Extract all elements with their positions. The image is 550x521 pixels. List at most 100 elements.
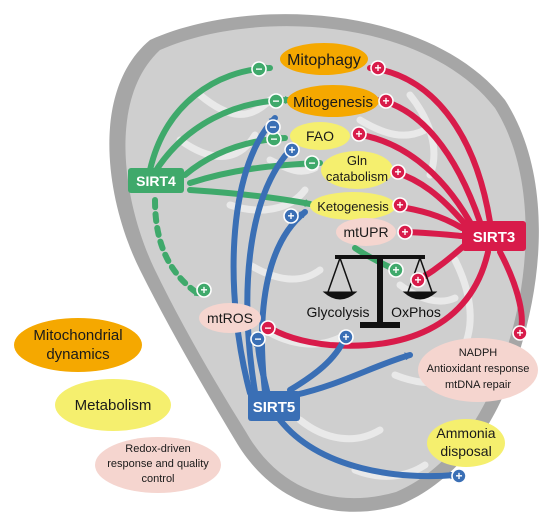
sign-plus: + xyxy=(392,197,408,213)
glycolysis-label: Glycolysis xyxy=(306,304,369,320)
sirt4-to-gln-arrow xyxy=(187,159,323,186)
sirt4-to-mitophagy-arrow xyxy=(147,64,273,173)
scale-base xyxy=(360,322,400,328)
svg-text:+: + xyxy=(455,469,462,483)
node-nadph-antioxidant: NADPH Antioxidant response mtDNA repair xyxy=(418,338,538,402)
sign-plus: + xyxy=(338,329,354,345)
node-mtros: mtROS xyxy=(199,303,261,333)
legend-mitochondrial-dynamics: Mitochondrial dynamics xyxy=(14,318,142,372)
svg-text:−: − xyxy=(270,132,277,146)
svg-text:+: + xyxy=(342,330,349,344)
svg-text:+: + xyxy=(401,225,408,239)
sign-plus: + xyxy=(451,468,467,484)
sirt5-to-ammonia-arrow xyxy=(277,417,458,480)
svg-text:−: − xyxy=(308,156,315,170)
svg-text:+: + xyxy=(516,326,523,340)
sign-plus: + xyxy=(370,60,386,76)
sirt5-to-nadph-arrow xyxy=(292,352,413,398)
legend-redox-line2: response and quality xyxy=(107,458,209,470)
svg-text:−: − xyxy=(269,120,276,134)
legend-dynamics-line2: dynamics xyxy=(46,346,109,363)
legend: Mitochondrial dynamics Metabolism Redox-… xyxy=(14,318,221,493)
svg-text:−: − xyxy=(272,94,279,108)
sign-plus: + xyxy=(378,93,394,109)
antioxidant-response-label: Antioxidant response xyxy=(427,363,530,375)
mtupr-label: mtUPR xyxy=(343,224,388,240)
balance-scale xyxy=(322,255,438,328)
node-fao: FAO xyxy=(290,122,350,150)
sirt3-to-fao-arrow xyxy=(352,130,473,225)
mtros-label: mtROS xyxy=(207,310,253,326)
gln-label: Gln xyxy=(347,153,367,168)
svg-text:+: + xyxy=(394,165,401,179)
sirt5-arrows xyxy=(230,115,458,480)
sirt4-to-mtros-dashed-arrow xyxy=(152,197,203,298)
svg-text:+: + xyxy=(414,273,421,287)
scale-left-pan xyxy=(322,291,358,300)
sign-plus: + xyxy=(410,272,426,288)
sirt4-to-ketogenesis-arrow xyxy=(187,187,313,207)
node-mitogenesis: Mitogenesis xyxy=(287,85,379,117)
scale-left-strings xyxy=(327,257,353,293)
nadph-label: NADPH xyxy=(459,347,498,359)
svg-text:+: + xyxy=(382,94,389,108)
sign-plus: + xyxy=(284,142,300,158)
svg-text:−: − xyxy=(255,62,262,76)
mitogenesis-label: Mitogenesis xyxy=(293,94,373,111)
sign-minus: − xyxy=(304,155,320,171)
svg-text:+: + xyxy=(392,263,399,277)
svg-text:+: + xyxy=(355,127,362,141)
sign-minus: − xyxy=(260,320,276,336)
svg-text:+: + xyxy=(200,283,207,297)
sirt3-to-mitogenesis-arrow xyxy=(377,97,483,225)
sirt5-to-fao-arrow xyxy=(244,147,293,395)
sign-minus: − xyxy=(266,131,282,147)
node-ketogenesis: Ketogenesis xyxy=(310,192,396,220)
sign-minus: − xyxy=(251,61,267,77)
sirt5-to-glycolysis-arrow xyxy=(287,335,348,393)
sign-plus: + xyxy=(397,224,413,240)
sirt4-label: SIRT4 xyxy=(136,173,176,189)
sign-minus: − xyxy=(265,119,281,135)
sirt3-label: SIRT3 xyxy=(473,229,516,246)
sirt4-box: SIRT4 xyxy=(128,168,184,193)
catabolism-label: catabolism xyxy=(326,169,388,184)
sign-plus: + xyxy=(283,208,299,224)
sirt5-label: SIRT5 xyxy=(253,399,296,416)
legend-metabolism-label: Metabolism xyxy=(75,397,152,414)
sign-markers: − − − − + + + + + + + + + + − − + + − + … xyxy=(196,60,528,484)
oxphos-label: OxPhos xyxy=(391,304,441,320)
svg-text:+: + xyxy=(287,209,294,223)
svg-text:+: + xyxy=(374,61,381,75)
node-mitophagy: Mitophagy xyxy=(280,43,368,75)
legend-redox-line1: Redox-driven xyxy=(125,443,190,455)
svg-text:−: − xyxy=(254,332,261,346)
disposal-label: disposal xyxy=(440,443,491,459)
ammonia-label: Ammonia xyxy=(436,425,495,441)
mitophagy-label: Mitophagy xyxy=(287,52,361,69)
legend-redox: Redox-driven response and quality contro… xyxy=(95,437,221,493)
sirt3-box: SIRT3 xyxy=(462,221,526,251)
sign-minus: − xyxy=(268,93,284,109)
node-ammonia-disposal: Ammonia disposal xyxy=(427,419,505,467)
svg-text:−: − xyxy=(264,321,271,335)
sign-plus: + xyxy=(388,262,404,278)
node-gln-catabolism: Gln catabolism xyxy=(321,151,393,189)
legend-dynamics-line1: Mitochondrial xyxy=(33,327,122,344)
sirt3-to-mtros-arrow xyxy=(262,249,491,349)
scale-right-pan xyxy=(402,291,438,300)
scale-pillar xyxy=(377,255,383,325)
node-mtupr: mtUPR xyxy=(336,218,396,246)
sign-plus: + xyxy=(512,325,528,341)
sirt5-box: SIRT5 xyxy=(248,391,300,421)
svg-text:+: + xyxy=(288,143,295,157)
legend-metabolism: Metabolism xyxy=(55,379,171,431)
fao-label: FAO xyxy=(306,128,334,144)
sign-plus: + xyxy=(351,126,367,142)
mtdna-repair-label: mtDNA repair xyxy=(445,379,511,391)
ketogenesis-label: Ketogenesis xyxy=(317,199,389,214)
legend-redox-line3: control xyxy=(141,473,174,485)
sirt5-to-mitogenesis-arrow xyxy=(230,115,278,396)
sign-plus: + xyxy=(390,164,406,180)
